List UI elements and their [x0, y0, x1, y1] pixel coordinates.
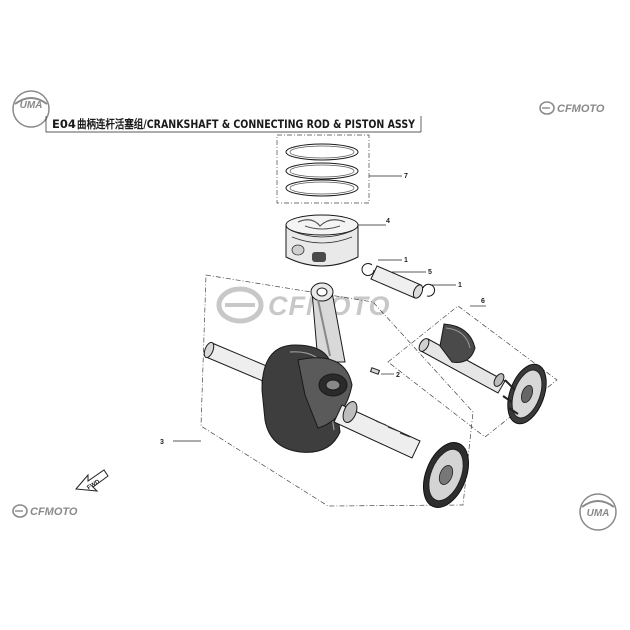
callout-7: 7 — [404, 173, 408, 180]
piston-pin: 5 — [370, 265, 432, 299]
callout-1-top: 1 — [404, 257, 408, 264]
callout-2: 2 — [396, 372, 400, 379]
uma-logo-top-left: UMA — [12, 90, 50, 128]
fwd-arrow: FWD — [74, 469, 109, 492]
piston-ring — [285, 179, 359, 197]
diagram-code: E04 — [52, 117, 76, 131]
callout-4: 4 — [386, 218, 390, 225]
cfmoto-logo-text: CFMOTO — [30, 506, 78, 518]
cfmoto-watermark: CFMOTO — [216, 286, 390, 324]
balance-shaft-group: 6 — [387, 298, 558, 438]
callout-3: 3 — [160, 439, 164, 446]
callout-5: 5 — [428, 269, 432, 276]
crankshaft-gear — [423, 442, 469, 508]
uma-logo-text: UMA — [587, 508, 610, 519]
piston-ring — [285, 143, 359, 161]
circlip: 1 — [422, 282, 462, 297]
uma-logo-text: UMA — [20, 100, 43, 111]
callout-6: 6 — [481, 298, 485, 305]
connecting-rod — [310, 282, 346, 363]
title-bar: E04 曲柄连杆活塞组/CRANKSHAFT & CONNECTING ROD … — [45, 116, 422, 133]
cfmoto-logo-bottom-left: CFMOTO — [12, 504, 78, 518]
piston: 4 — [285, 214, 390, 267]
woodruff-key: 2 — [369, 367, 400, 379]
piston-rings-group: 7 — [276, 134, 408, 204]
crankshaft-group: 3 2 — [160, 274, 474, 508]
piston-ring — [285, 162, 359, 180]
cfmoto-logo-text: CFMOTO — [557, 103, 605, 115]
uma-logo-bottom-right: UMA — [579, 493, 617, 531]
diagram-title: 曲柄连杆活塞组/CRANKSHAFT & CONNECTING ROD & PI… — [77, 117, 416, 131]
cfmoto-logo-top-right: CFMOTO — [539, 101, 605, 115]
circlip: 1 — [361, 257, 408, 276]
callout-1-right: 1 — [458, 282, 462, 289]
balancer-gear — [502, 363, 547, 425]
